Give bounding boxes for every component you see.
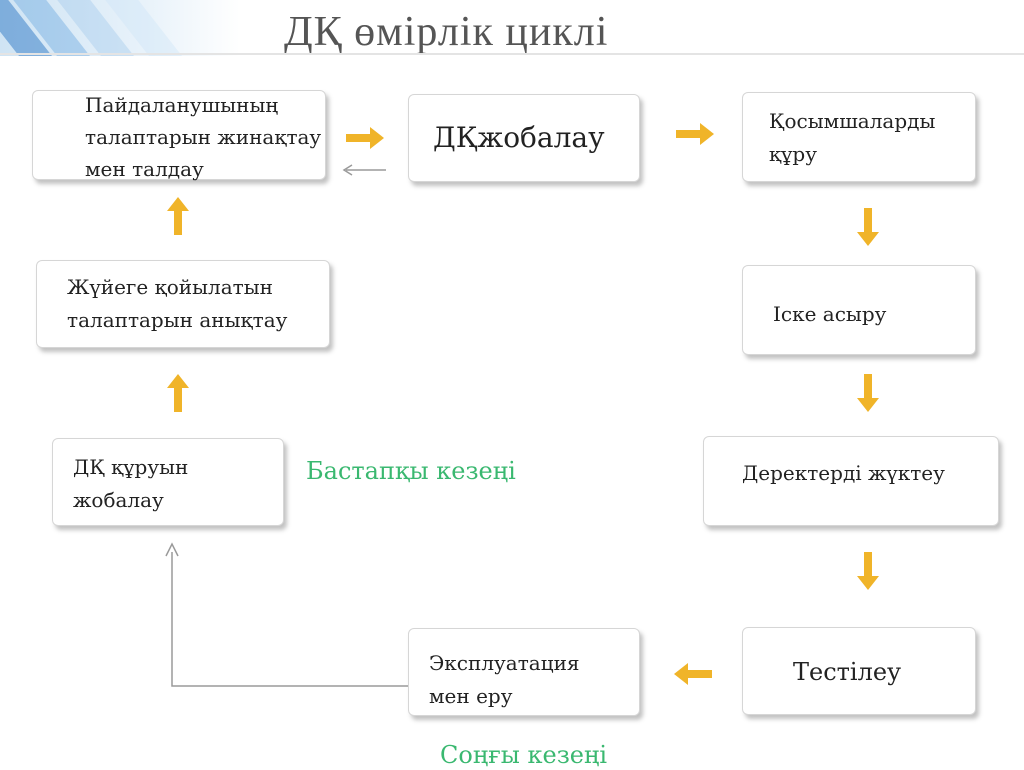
box-operation-maintenance: Эксплуатация мен еру bbox=[408, 628, 640, 716]
decorative-banner bbox=[0, 0, 240, 56]
return-connector-arrowhead bbox=[165, 542, 179, 557]
box-testing-text: Тестілеу bbox=[793, 658, 902, 686]
box-collect-requirements-text: Пайдаланушының талаптарын жинақтау мен т… bbox=[85, 93, 322, 181]
box-system-requirements: Жүйеге қойылатын талаптарын анықтау bbox=[36, 260, 330, 348]
box-data-loading-text: Деректерді жүктеу bbox=[742, 461, 945, 485]
box-implementation: Іске асыру bbox=[742, 265, 976, 355]
box-db-design: ДҚжобалау bbox=[408, 94, 640, 182]
phase-label-final: Соңғы кезеңі bbox=[440, 741, 608, 769]
box-build-applications: Қосымшаларды құру bbox=[742, 92, 976, 182]
box-build-applications-text: Қосымшаларды құру bbox=[769, 109, 936, 166]
arrow-down-icon bbox=[857, 374, 879, 412]
box-plan-db-creation: ДҚ құруын жобалау bbox=[52, 438, 284, 526]
page-title: ДҚ өмірлік циклі bbox=[284, 9, 609, 55]
box-plan-db-creation-text: ДҚ құруын жобалау bbox=[73, 455, 189, 512]
arrow-down-icon bbox=[857, 552, 879, 590]
box-data-loading: Деректерді жүктеу bbox=[703, 436, 999, 526]
box-db-design-text: ДҚжобалау bbox=[433, 121, 605, 154]
arrow-up-icon bbox=[167, 374, 189, 412]
arrow-down-icon bbox=[857, 208, 879, 246]
phase-label-initial: Бастапқы кезеңі bbox=[306, 457, 516, 485]
slide-header: ДҚ өмірлік циклі bbox=[0, 0, 1024, 56]
header-divider bbox=[0, 53, 1024, 55]
box-operation-maintenance-text: Эксплуатация мен еру bbox=[429, 651, 580, 708]
box-testing: Тестілеу bbox=[742, 627, 976, 715]
box-collect-requirements: Пайдаланушының талаптарын жинақтау мен т… bbox=[32, 90, 326, 181]
arrow-right-icon bbox=[676, 123, 714, 145]
arrow-left-icon bbox=[674, 663, 712, 685]
box-system-requirements-text: Жүйеге қойылатын талаптарын анықтау bbox=[67, 275, 288, 332]
return-connector-line bbox=[171, 552, 410, 687]
box-implementation-text: Іске асыру bbox=[773, 302, 887, 326]
arrow-right-icon bbox=[346, 127, 384, 149]
back-arrow-head bbox=[342, 164, 353, 176]
arrow-up-icon bbox=[167, 197, 189, 235]
